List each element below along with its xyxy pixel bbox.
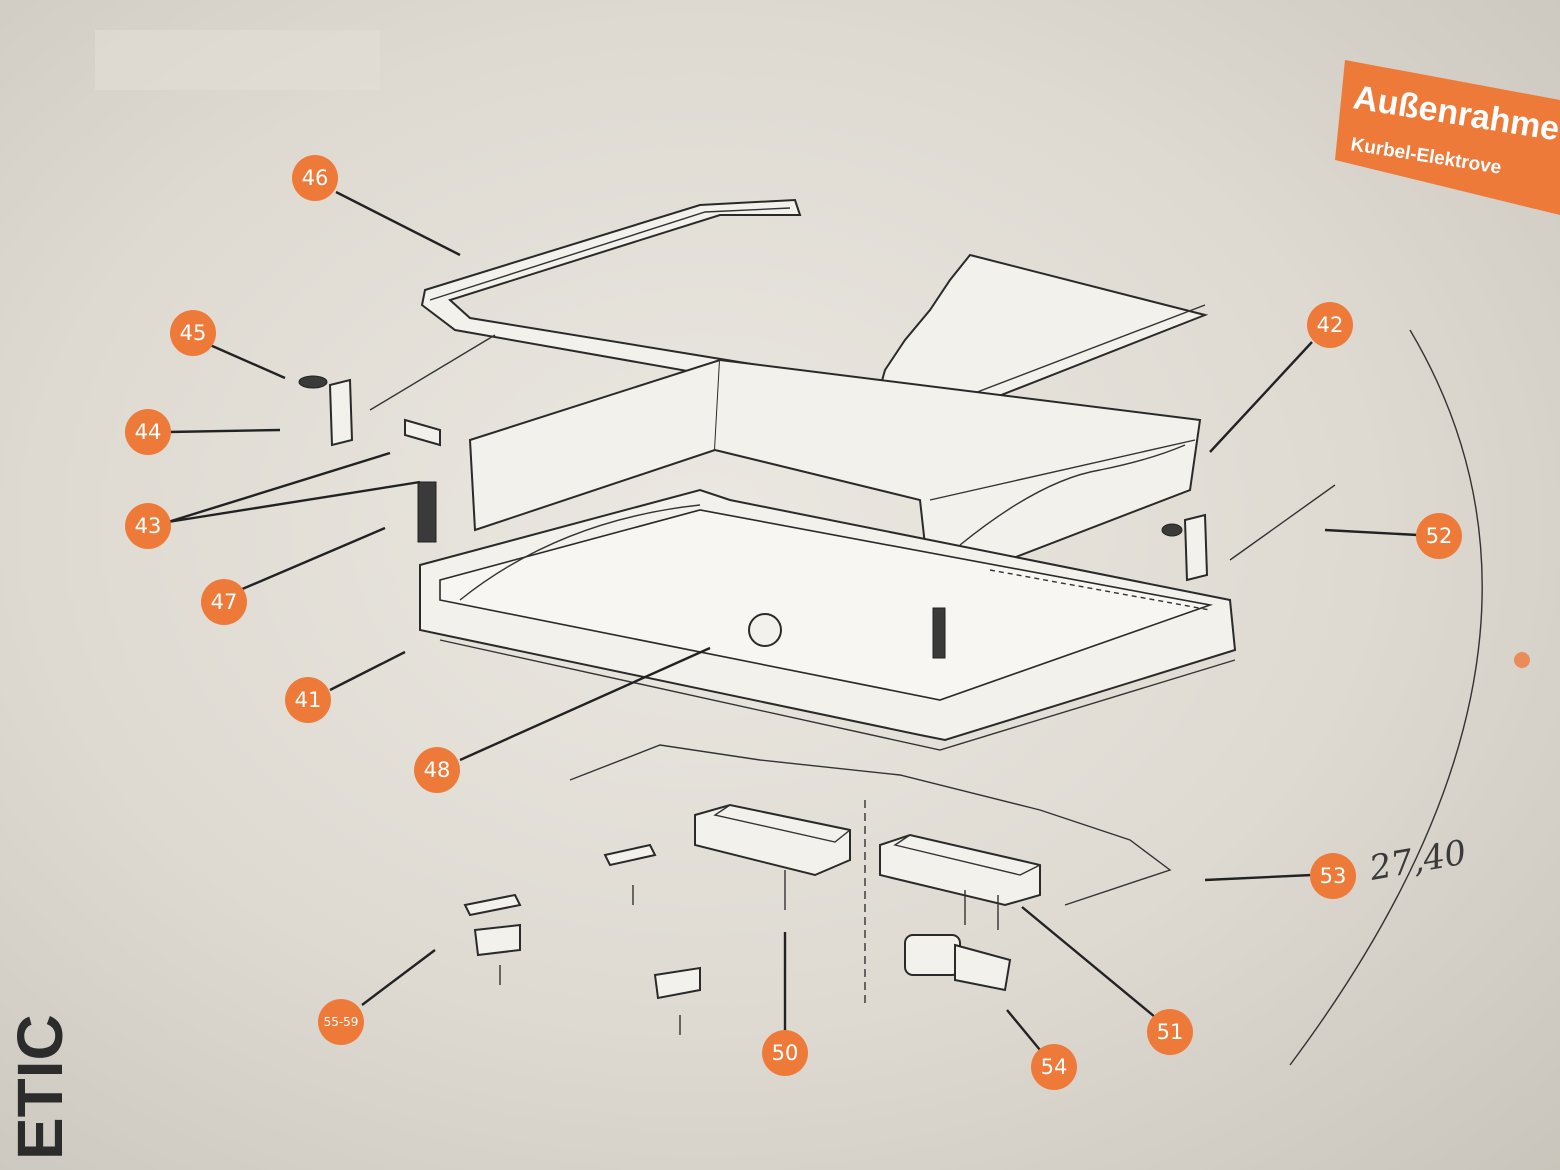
part-inner-frame (468, 358, 1202, 592)
callout-51[interactable]: 51 (1147, 1009, 1193, 1055)
part-control-box-right (879, 833, 1041, 930)
part-cable-harness (569, 744, 1172, 906)
hand-drawn-arc (1289, 329, 1483, 1066)
svg-text:41: 41 (295, 688, 322, 712)
callout-46[interactable]: 46 (292, 155, 338, 201)
callout-53[interactable]: 53 (1310, 853, 1356, 899)
svg-text:54: 54 (1041, 1055, 1068, 1079)
svg-text:46: 46 (302, 166, 329, 190)
spine-text: ETIC (4, 1014, 76, 1160)
spring-left (417, 481, 437, 543)
leader-lines (167, 190, 1419, 1051)
callout-41[interactable]: 41 (285, 677, 331, 723)
svg-text:47: 47 (211, 590, 238, 614)
callout-44[interactable]: 44 (125, 409, 171, 455)
spring-right (932, 607, 946, 659)
section-tab-background (1335, 60, 1560, 215)
svg-text:53: 53 (1320, 864, 1347, 888)
svg-text:52: 52 (1426, 524, 1453, 548)
callout-52[interactable]: 52 (1416, 513, 1462, 559)
svg-text:42: 42 (1317, 313, 1344, 337)
svg-text:55-59: 55-59 (324, 1015, 359, 1029)
callout-50[interactable]: 50 (762, 1030, 808, 1076)
part-small-brackets (463, 843, 701, 1035)
part-seal-frame (420, 198, 802, 392)
faded-header-block (95, 30, 380, 90)
handwritten-price: 27,40 (1366, 833, 1470, 889)
part-outer-frame (419, 488, 1237, 751)
svg-text:50: 50 (772, 1041, 799, 1065)
callout-47[interactable]: 47 (201, 579, 247, 625)
part-hinge-right (1161, 484, 1336, 582)
part-hinge-left (298, 334, 496, 447)
svg-text:43: 43 (135, 514, 162, 538)
part-control-box-left (694, 803, 851, 910)
callout-55-59[interactable]: 55-59 (318, 999, 364, 1045)
svg-text:45: 45 (180, 321, 207, 345)
svg-text:44: 44 (135, 420, 162, 444)
page-edge-marker (1514, 652, 1530, 668)
svg-text:48: 48 (424, 758, 451, 782)
svg-text:51: 51 (1157, 1020, 1184, 1044)
callout-54[interactable]: 54 (1031, 1044, 1077, 1090)
section-tab: Außenrahme Kurbel-Elektrove (1335, 60, 1560, 215)
callout-45[interactable]: 45 (170, 310, 216, 356)
part-motor (904, 934, 1012, 992)
callout-48[interactable]: 48 (414, 747, 460, 793)
callout-42[interactable]: 42 (1307, 302, 1353, 348)
callout-43[interactable]: 43 (125, 503, 171, 549)
crank-hub (748, 613, 782, 647)
